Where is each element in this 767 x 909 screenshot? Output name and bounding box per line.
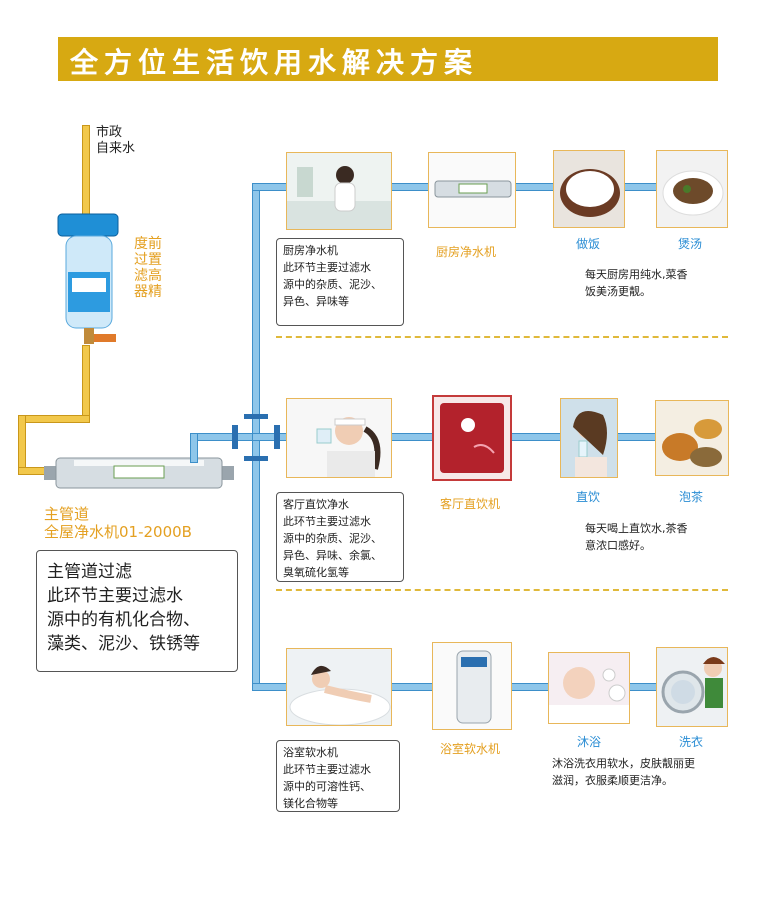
row3-box-line2: 此环节主要过滤水 xyxy=(283,763,371,776)
row2-box-line2: 此环节主要过滤水 xyxy=(283,515,371,528)
use-laundry-caption: 洗衣 xyxy=(679,735,704,749)
valve-bottom xyxy=(244,456,268,461)
living-room-description-box: 客厅直饮净水 此环节主要过滤水 源中的杂质、泥沙、 异色、异味、余氯、 臭氧硫化… xyxy=(276,492,404,582)
prefilter-label-line3: 滤高 xyxy=(134,268,162,284)
row1-box-line2: 此环节主要过滤水 xyxy=(283,261,371,274)
living-room-device-caption: 客厅直饮机 xyxy=(440,497,501,511)
main-box-line3: 源中的有机化合物、 xyxy=(47,610,200,630)
use-drink-caption: 直饮 xyxy=(576,490,601,504)
supply-pipe-vertical-top xyxy=(82,125,90,220)
drinking-woman-photo xyxy=(286,398,392,478)
soup-photo xyxy=(656,150,728,228)
row3-box-line3: 源中的可溶性钙、 xyxy=(283,780,371,793)
use-soup-caption: 煲汤 xyxy=(678,237,703,251)
prefilter-label: 度前 过置 滤高 器精 xyxy=(134,236,166,300)
prefilter-label-line1: 度前 xyxy=(134,236,162,252)
row2-description: 每天喝上直饮水,茶香 意浓口感好。 xyxy=(585,520,688,554)
row3-description: 沐浴洗衣用软水，皮肤靓丽更 滋润，衣服柔顺更洁净。 xyxy=(552,755,695,789)
row1-box-line1: 厨房净水机 xyxy=(283,244,338,257)
row2-desc-line2: 意浓口感好。 xyxy=(585,539,651,552)
valve-left xyxy=(232,425,238,449)
kitchen-device-caption: 厨房净水机 xyxy=(436,245,497,259)
row1-box-line3: 源中的杂质、泥沙、 xyxy=(283,278,382,291)
main-filter-image xyxy=(44,456,234,492)
valve-right xyxy=(274,425,280,449)
kitchen-description-box: 厨房净水机 此环节主要过滤水 源中的杂质、泥沙、 异色、异味等 xyxy=(276,238,404,326)
prefilter-label-line4: 器精 xyxy=(134,284,162,300)
row2-desc-line1: 每天喝上直饮水,茶香 xyxy=(585,522,688,535)
row2-box-line5: 臭氧硫化氢等 xyxy=(283,566,349,579)
living-room-purifier-photo xyxy=(432,395,512,481)
kitchen-purifier-photo xyxy=(428,152,516,228)
prefilter-label-line2: 过置 xyxy=(134,252,162,268)
row2-box-line3: 源中的杂质、泥沙、 xyxy=(283,532,382,545)
main-box-line4: 藻类、泥沙、铁锈等 xyxy=(47,634,200,654)
prefilter-image xyxy=(52,212,132,352)
main-filter-description-box: 主管道过滤 此环节主要过滤水 源中的有机化合物、 藻类、泥沙、铁锈等 xyxy=(36,550,238,672)
row3-box-line4: 镁化合物等 xyxy=(283,797,338,810)
main-filter-label: 主管道 全屋净水机01-2000B xyxy=(44,505,192,541)
valve-top xyxy=(244,414,268,419)
main-filter-label-line2: 全屋净水机01-2000B xyxy=(44,523,192,541)
row1-desc-line2: 饭美汤更靓。 xyxy=(585,285,651,298)
tea-photo xyxy=(655,400,729,476)
outlet-pipe-riser xyxy=(190,433,198,463)
outlet-pipe xyxy=(190,433,260,441)
row1-description: 每天厨房用纯水,菜香 饭美汤更靓。 xyxy=(585,266,688,300)
use-cook-caption: 做饭 xyxy=(576,237,601,251)
row3-box-line1: 浴室软水机 xyxy=(283,746,338,759)
source-label-line2: 自来水 xyxy=(96,141,136,156)
divider-1 xyxy=(276,336,728,338)
title-bar xyxy=(58,37,718,81)
water-softener-photo xyxy=(432,642,512,730)
use-bath-caption: 沐浴 xyxy=(577,735,602,749)
rice-photo xyxy=(553,150,625,228)
row2-box-line4: 异色、异味、余氯、 xyxy=(283,549,382,562)
supply-pipe-to-filter xyxy=(18,467,46,475)
page-title: 全方位生活饮用水解决方案 xyxy=(70,46,479,79)
supply-pipe-horizontal xyxy=(18,415,90,423)
bath-woman-photo xyxy=(286,648,392,726)
row3-desc-line1: 沐浴洗衣用软水，皮肤靓丽更 xyxy=(552,757,695,770)
supply-pipe-left-down xyxy=(18,415,26,475)
main-box-line2: 此环节主要过滤水 xyxy=(47,586,183,606)
baby-bath-photo xyxy=(548,652,630,724)
source-label: 市政 自来水 xyxy=(96,125,135,157)
row2-box-line1: 客厅直饮净水 xyxy=(283,498,349,511)
row1-box-line4: 异色、异味等 xyxy=(283,295,349,308)
main-box-line1: 主管道过滤 xyxy=(47,562,132,582)
kitchen-photo xyxy=(286,152,392,230)
laundry-photo xyxy=(656,647,728,727)
row3-desc-line2: 滋润，衣服柔顺更洁净。 xyxy=(552,774,673,787)
main-filter-label-line1: 主管道 xyxy=(44,505,90,523)
drinking-girl-photo xyxy=(560,398,618,478)
supply-pipe-vertical-mid xyxy=(82,345,90,420)
source-label-line1: 市政 xyxy=(96,125,123,140)
bathroom-description-box: 浴室软水机 此环节主要过滤水 源中的可溶性钙、 镁化合物等 xyxy=(276,740,400,812)
row1-desc-line1: 每天厨房用纯水,菜香 xyxy=(585,268,688,281)
use-tea-caption: 泡茶 xyxy=(679,490,704,504)
divider-2 xyxy=(276,589,728,591)
bathroom-device-caption: 浴室软水机 xyxy=(440,742,501,756)
